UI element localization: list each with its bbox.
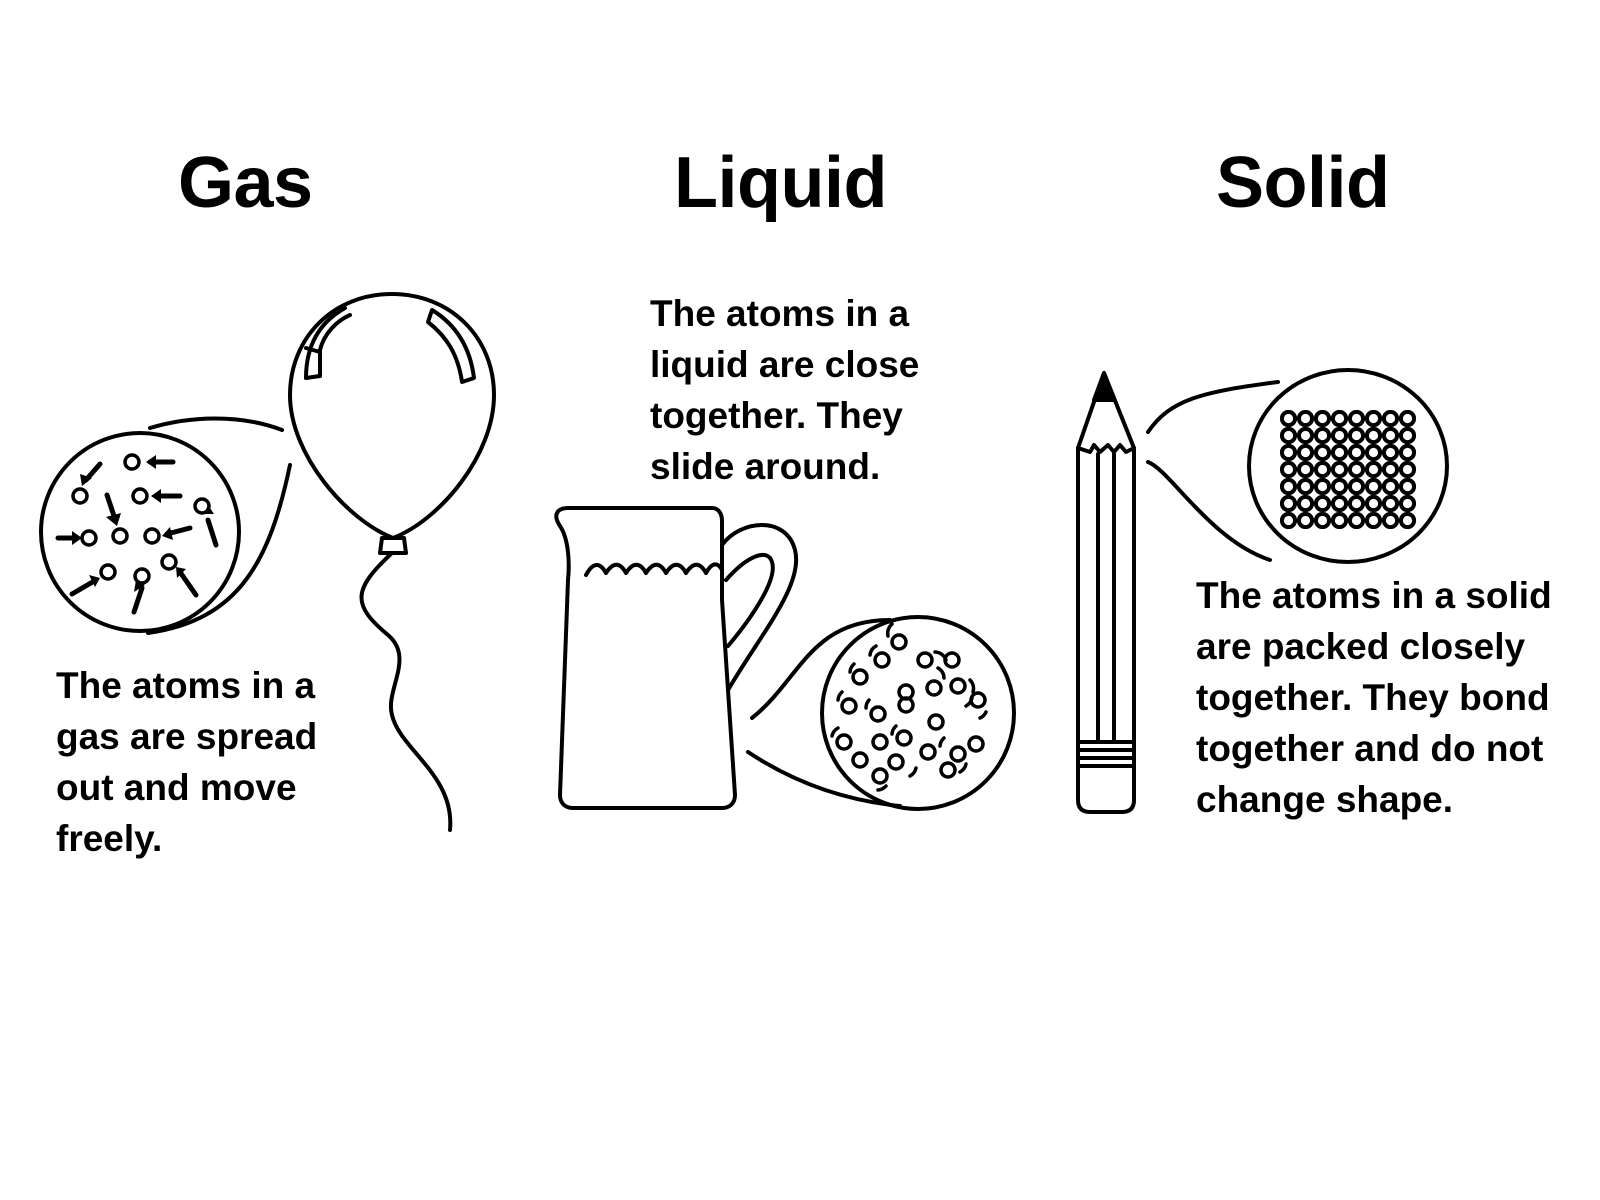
solid-description-line: are packed closely xyxy=(1196,626,1526,667)
solid-description-line: change shape. xyxy=(1196,779,1454,820)
solid-particles-lattice xyxy=(1280,410,1416,529)
solid-description: The atoms in a solid are packed closely … xyxy=(1196,570,1552,825)
liquid-particles-sliding xyxy=(830,622,988,792)
liquid-description-line: liquid are close xyxy=(650,344,920,385)
liquid-description-line: together. They xyxy=(650,395,903,436)
gas-particles-free-moving xyxy=(55,453,219,615)
liquid-description: The atoms in a liquid are close together… xyxy=(650,288,919,492)
gas-title: Gas xyxy=(178,143,313,223)
solid-magnifier xyxy=(1146,368,1449,564)
liquid-magnifier xyxy=(746,615,1016,811)
liquid-title: Liquid xyxy=(674,143,887,223)
gas-description-line: out and move xyxy=(56,767,297,808)
liquid-description-line: slide around. xyxy=(650,446,881,487)
pencil-icon xyxy=(1076,371,1136,814)
balloon-icon xyxy=(288,292,496,832)
gas-magnifier xyxy=(39,416,292,635)
gas-description-line: gas are spread xyxy=(56,716,318,757)
solid-description-line: together. They bond xyxy=(1196,677,1550,718)
gas-description: The atoms in a gas are spread out and mo… xyxy=(56,660,317,864)
liquid-description-line: The atoms in a xyxy=(650,293,910,334)
jug-icon xyxy=(554,506,799,810)
solid-description-line: together and do not xyxy=(1196,728,1544,769)
gas-description-line: The atoms in a xyxy=(56,665,316,706)
solid-description-line: The atoms in a solid xyxy=(1196,575,1552,616)
solid-title: Solid xyxy=(1216,143,1390,223)
gas-description-line: freely. xyxy=(56,818,163,859)
